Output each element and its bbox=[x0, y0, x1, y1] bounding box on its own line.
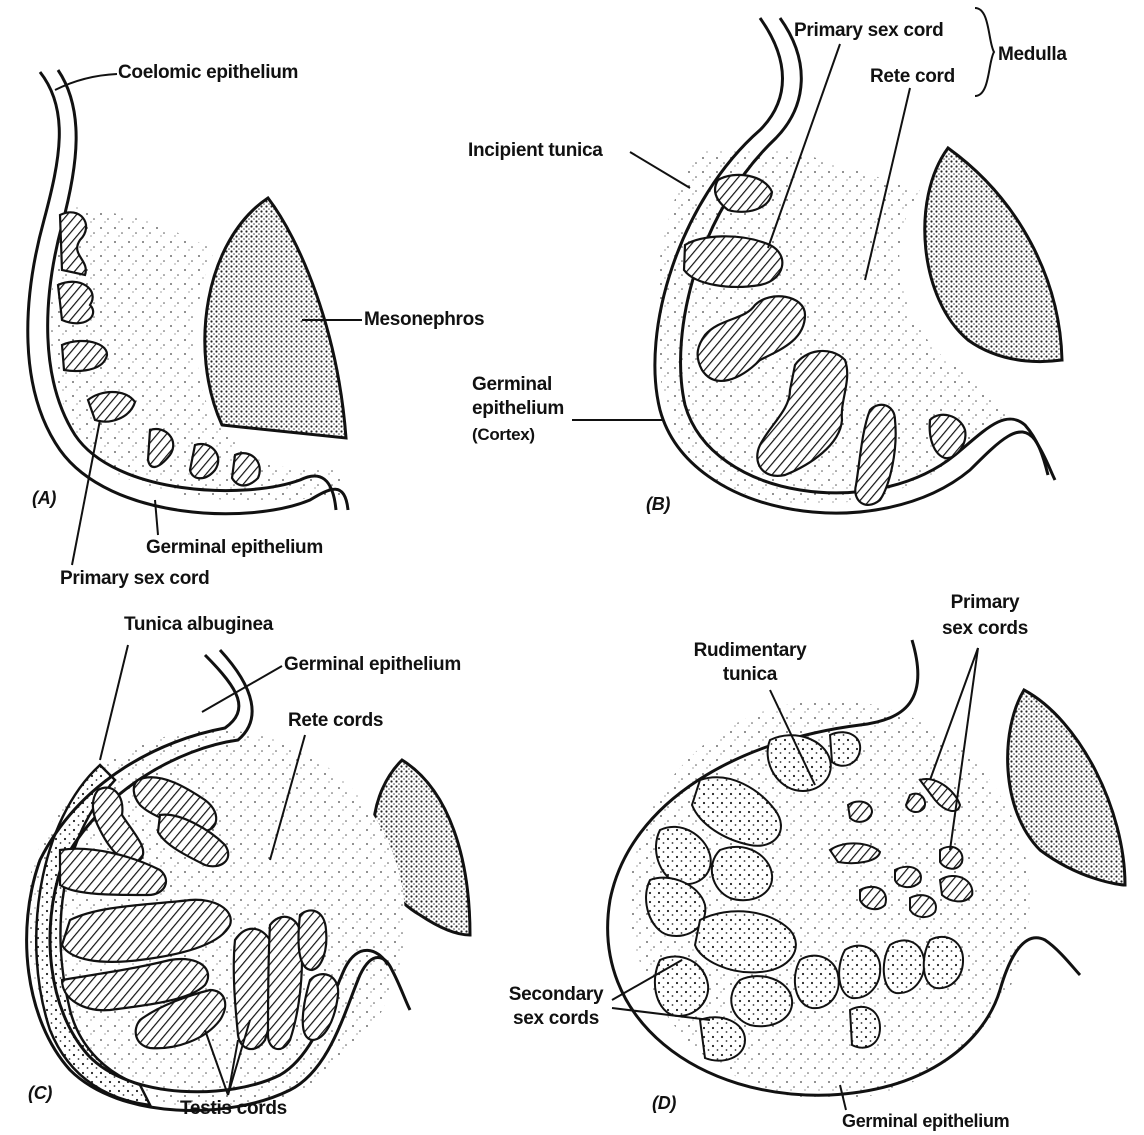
label-rudimentary-line2: tunica bbox=[680, 664, 820, 686]
panel-b-tag: (B) bbox=[646, 493, 670, 515]
label-secondary-line2: sex cords bbox=[496, 1008, 616, 1030]
panel-b-mesonephros bbox=[925, 148, 1062, 362]
label-germinal-epithelium-d: Germinal epithelium bbox=[842, 1110, 1009, 1132]
label-primary-sex-cord-a: Primary sex cord bbox=[60, 568, 209, 590]
panel-d-tag: (D) bbox=[652, 1092, 676, 1114]
panel-a-mesonephros bbox=[205, 198, 346, 438]
panel-b-artwork bbox=[572, 8, 1062, 513]
label-secondary-line1: Secondary bbox=[496, 984, 616, 1006]
label-rete-cords: Rete cords bbox=[288, 710, 383, 732]
label-coelomic-epithelium: Coelomic epithelium bbox=[118, 62, 298, 84]
label-incipient-tunica: Incipient tunica bbox=[468, 140, 603, 162]
label-germinal-b-line2: epithelium bbox=[472, 398, 564, 420]
panel-c-artwork bbox=[25, 645, 470, 1110]
label-tunica-albuginea: Tunica albuginea bbox=[124, 614, 273, 636]
panel-d-mesonephros bbox=[1008, 690, 1125, 885]
label-germinal-epithelium-c: Germinal epithelium bbox=[284, 654, 461, 676]
label-rete-cord: Rete cord bbox=[870, 66, 955, 88]
label-medulla: Medulla bbox=[998, 44, 1067, 66]
label-germinal-epithelium-a: Germinal epithelium bbox=[146, 537, 323, 559]
panel-c-tag: (C) bbox=[28, 1082, 52, 1104]
label-germinal-b-line3: (Cortex) bbox=[472, 424, 535, 446]
panel-a-artwork bbox=[28, 70, 362, 565]
panel-d-artwork bbox=[608, 640, 1125, 1110]
panel-a-tag: (A) bbox=[32, 487, 56, 509]
label-germinal-b-line1: Germinal bbox=[472, 374, 552, 396]
label-primary-sex-cord-b: Primary sex cord bbox=[794, 20, 943, 42]
label-primary-d-line1: Primary bbox=[940, 592, 1030, 614]
label-mesonephros: Mesonephros bbox=[364, 309, 484, 331]
label-rudimentary-line1: Rudimentary bbox=[680, 640, 820, 662]
label-testis-cords: Testis cords bbox=[180, 1098, 287, 1120]
label-primary-d-line2: sex cords bbox=[940, 618, 1030, 640]
